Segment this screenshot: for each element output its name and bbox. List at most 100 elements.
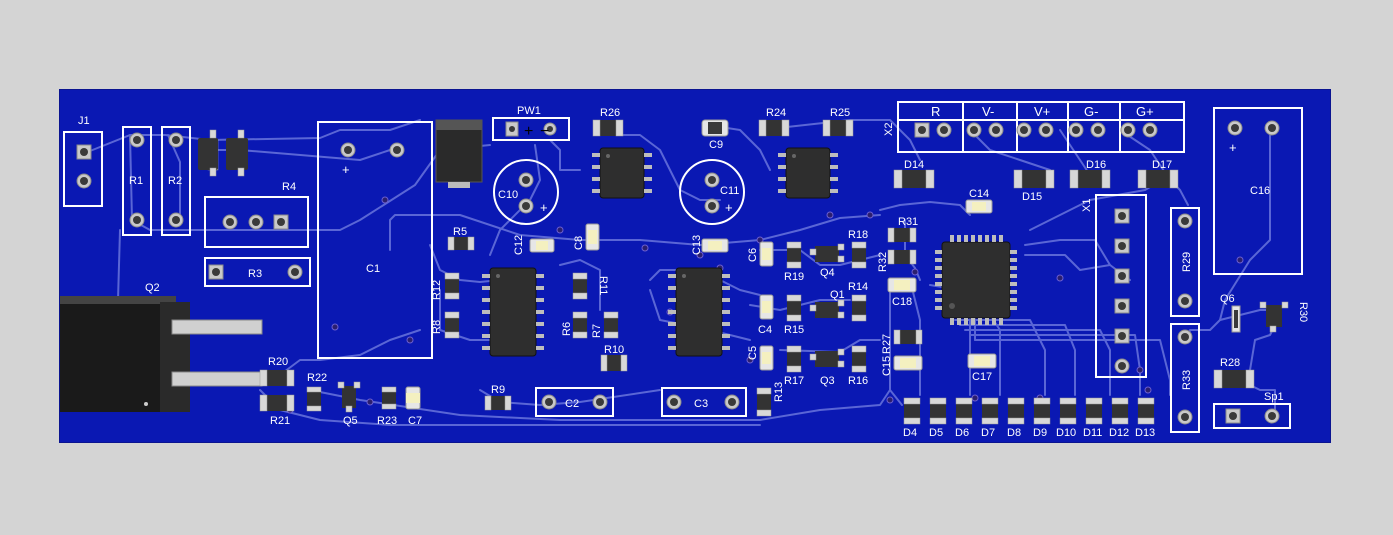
label-q4: Q4 [820,267,835,279]
label-d16: D16 [1086,159,1106,171]
capacitor-c5: C5 [747,345,774,371]
label-d4: D4 [903,427,917,439]
label-d15: D15 [1022,191,1042,203]
label-c17: C17 [972,371,992,383]
label-d10: D10 [1056,427,1076,439]
label-c6: C6 [747,248,759,262]
label-r28: R28 [1220,357,1240,369]
label-r6: R6 [561,322,573,336]
label-r13: R13 [773,382,785,402]
transistor-q4: Q4 [809,243,845,279]
capacitor-c15: C15 [881,355,923,376]
ic-soic8-left [592,147,652,199]
transistor-q5: Q5 [337,381,361,427]
ic-soic8-right [778,147,838,199]
label-c18: C18 [892,296,912,308]
capacitor-c18: C18 [887,277,917,308]
label-sp1: Sp1 [1264,391,1284,403]
label-x1: X1 [1081,199,1093,212]
capacitor-c11: C11 + [679,159,745,225]
resistor-r31: R31 [887,216,918,243]
resistor-r24: R24 [758,107,790,137]
label-r27: R27 [881,334,893,354]
label-r7: R7 [591,324,603,338]
connector-x1: X1 [1081,194,1147,378]
capacitor-c10: C10 + [493,159,559,225]
label-c12: C12 [513,235,525,255]
label-q5: Q5 [343,415,358,427]
label-r24: R24 [766,107,786,119]
ic-soic14-left [482,267,544,357]
label-r32: R32 [877,252,889,272]
label-d11: D11 [1083,427,1102,439]
capacitor-c8: C8 [573,223,600,251]
label-c7: C7 [408,415,422,427]
resistor-r1: R1 [122,126,152,236]
label-r25: R25 [830,107,850,119]
ic-soic14-right [668,267,730,357]
capacitor-c13: C13 [691,235,729,255]
label-x2-gminus: G- [1084,104,1098,119]
mcu-qfp [935,235,1017,325]
resistor-r32: R32 [877,249,917,272]
label-q3: Q3 [820,375,835,387]
resistor-r3: R3 [204,257,311,287]
resistor-r23-capacitor-c7: R23 C7 [377,386,422,427]
label-r17: R17 [784,375,804,387]
resistor-r6: R6 [561,311,588,339]
label-r22: R22 [307,372,327,384]
label-d12: D12 [1109,427,1129,439]
resistor-r33: R33 [1170,323,1200,433]
resistor-r27: R27 [881,329,923,354]
label-c1-plus: + [342,162,350,177]
label-r19: R19 [784,271,804,283]
label-c13: C13 [691,235,703,255]
label-d13: D13 [1135,427,1155,439]
label-d9: D9 [1033,427,1047,439]
label-r16: R16 [848,375,868,387]
label-c5: C5 [747,346,759,360]
resistor-r10: R10 [600,344,628,372]
capacitor-c6: C6 [747,241,774,267]
capacitor-c14: C14 [965,188,993,214]
label-r11: R11 [597,276,609,295]
label-c16-plus: + [1229,140,1237,155]
diode-d16: D16 [1069,159,1111,189]
label-c10: C10 [498,189,518,201]
capacitor-c3: C3 [661,387,747,417]
label-r12: R12 [431,280,443,300]
label-r10: R10 [604,344,624,356]
diode-d17: D17 [1137,159,1179,189]
label-j1: J1 [78,115,90,127]
buzzer-sp1: Sp1 [1213,391,1291,429]
resistor-r17: R17 [784,345,804,387]
label-r4: R4 [282,181,296,193]
label-x2-r: R [931,104,940,119]
diode-d15: D15 [1013,169,1055,203]
label-r18: R18 [848,229,868,241]
label-d7: D7 [981,427,995,439]
label-c4: C4 [758,324,772,336]
label-c8: C8 [573,236,585,250]
label-c16: C16 [1250,185,1270,197]
label-r26: R26 [600,107,620,119]
label-d14: D14 [904,159,924,171]
label-q6: Q6 [1220,293,1235,305]
resistor-r2: R2 [161,126,191,236]
label-d8: D8 [1007,427,1021,439]
resistor-r5: R5 [447,226,475,251]
transistor-q6: Q6 [1220,293,1241,333]
connector-j1: J1 [63,115,103,207]
label-r14: R14 [848,281,868,293]
c10-plus: + [540,200,548,215]
resistor-r15: R15 [784,294,804,336]
label-c14: C14 [969,188,989,200]
resistor-r16: R16 [848,345,868,387]
resistor-r8: R8 [431,311,460,339]
label-c9: C9 [709,139,723,151]
connector-pw1: + − PW1 [492,105,570,141]
label-pw1-plus: + [524,123,533,140]
resistor-r12: R12 [431,272,460,300]
diode-power [435,119,483,188]
resistor-r22: R22 [306,372,327,412]
